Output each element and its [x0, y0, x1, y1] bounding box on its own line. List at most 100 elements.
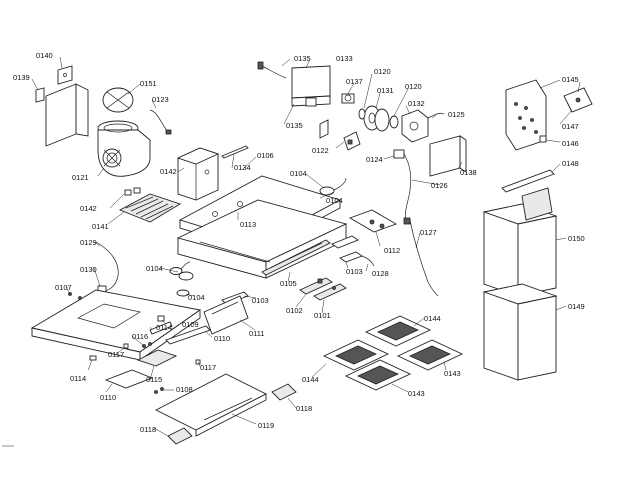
callout-0105: 0105	[280, 279, 297, 288]
callout-0137: 0137	[346, 77, 363, 86]
callout-0140: 0140	[36, 51, 53, 60]
bracket-0147	[563, 87, 593, 113]
callout-0130: 0130	[80, 265, 97, 274]
connector-0122	[319, 119, 361, 151]
callout-0110a: 0110	[214, 334, 230, 343]
callout-0117a: 0117	[108, 350, 124, 359]
callout-0101: 0101	[314, 311, 331, 320]
switch-0124	[393, 149, 405, 159]
callout-0114b: 0114	[156, 323, 172, 332]
callout-0115: 0115	[146, 375, 162, 384]
callout-0120a: 0120	[374, 67, 391, 76]
board-0101	[313, 283, 347, 301]
rotor-0131	[363, 105, 390, 132]
wire-harness-0123	[149, 109, 172, 135]
callout-0149: 0149	[568, 302, 585, 311]
wire-0127	[403, 217, 439, 297]
ring-0120-a	[358, 108, 366, 120]
callout-0104c: 0104	[146, 264, 163, 273]
chimney-lower-0149	[482, 283, 558, 381]
light-strip-0103	[261, 239, 331, 276]
motor-box-0142	[176, 147, 220, 201]
clip-0146	[539, 135, 547, 143]
rod-0134	[221, 145, 249, 159]
callout-0104d: 0104	[188, 293, 205, 302]
callout-0151: 0151	[140, 79, 157, 88]
blower-motor-0121	[97, 120, 151, 177]
filter-panel-0138	[429, 135, 467, 177]
callout-0123: 0123	[152, 95, 169, 104]
lamp-0104-c	[176, 289, 190, 297]
callout-0150: 0150	[568, 234, 585, 243]
clip-0135-b	[305, 97, 317, 107]
motor-0132	[401, 109, 429, 143]
callout-0143a: 0143	[444, 369, 461, 378]
rail-0148	[501, 169, 555, 193]
callout-0119: 0119	[258, 421, 274, 430]
clip-0114-a	[89, 355, 97, 361]
bracket-0140	[57, 65, 73, 85]
callout-0116: 0116	[132, 332, 148, 341]
plate-0145	[505, 79, 547, 151]
grease-filter-0141	[118, 193, 182, 223]
callout-0106: 0106	[257, 151, 274, 160]
callout-0128: 0128	[372, 269, 389, 278]
wire-0129	[95, 241, 119, 293]
callout-0104a: 0104	[290, 169, 307, 178]
leader-lines	[31, 56, 581, 437]
callout-0147: 0147	[562, 122, 579, 131]
cord-0135	[257, 61, 287, 79]
switch-0128	[339, 251, 375, 267]
callout-0109: 0109	[182, 320, 199, 329]
bar-0110-b	[104, 369, 154, 389]
lamp-0104-a	[319, 177, 347, 196]
callout-0131: 0131	[377, 86, 394, 95]
carbon-filter-0144-b	[322, 339, 390, 371]
callout-0139: 0139	[13, 73, 30, 82]
callout-0108: 0108	[176, 385, 193, 394]
callout-0103a: 0103	[346, 267, 363, 276]
callout-0112: 0112	[384, 246, 400, 255]
callout-0148: 0148	[562, 159, 579, 168]
callout-0143b: 0143	[408, 389, 425, 398]
bracket-0114-b	[149, 321, 173, 335]
carbon-filter-0144-a	[364, 315, 432, 347]
callout-0124: 0124	[366, 155, 383, 164]
callout-0120b: 0120	[405, 82, 422, 91]
callout-0114a: 0114	[70, 374, 86, 383]
bottom-frame-0107	[30, 289, 202, 361]
callout-0121: 0121	[72, 173, 89, 182]
bar-0110-a	[165, 325, 211, 345]
callout-0144b: 0144	[302, 375, 319, 384]
ring-0120-b	[389, 115, 399, 129]
callout-0138: 0138	[460, 168, 477, 177]
callout-0142a: 0142	[160, 167, 177, 176]
callout-0102: 0102	[286, 306, 303, 315]
callout-0117b: 0117	[200, 363, 216, 372]
callout-0145: 0145	[562, 75, 579, 84]
lamp-0104-d	[169, 267, 183, 275]
callout-0135b: 0135	[286, 121, 303, 130]
callout-0141: 0141	[92, 222, 109, 231]
callout-0107: 0107	[55, 283, 72, 292]
filter-disc-0151	[102, 87, 134, 113]
screws-0108	[154, 387, 164, 394]
callout-0122: 0122	[312, 146, 329, 155]
wire-0126	[403, 153, 412, 221]
carbon-filter-0143-a	[396, 339, 464, 371]
callout-0146: 0146	[562, 139, 579, 148]
fan-housing-plate	[45, 83, 89, 147]
callout-0113: 0113	[240, 220, 256, 229]
callout-0111: 0111	[249, 329, 265, 338]
callout-0142b: 0142	[80, 204, 97, 213]
bracket-0139	[35, 87, 45, 103]
callout-0127: 0127	[420, 228, 437, 237]
carbon-filter-0143-b	[344, 359, 412, 391]
panel-0111	[203, 295, 249, 335]
clip-0109	[157, 315, 165, 322]
cable-0125	[427, 112, 445, 119]
callout-0104b: 0104	[326, 196, 343, 205]
chimney-upper-0150	[482, 187, 558, 297]
callout-0103b: 0103	[252, 296, 269, 305]
